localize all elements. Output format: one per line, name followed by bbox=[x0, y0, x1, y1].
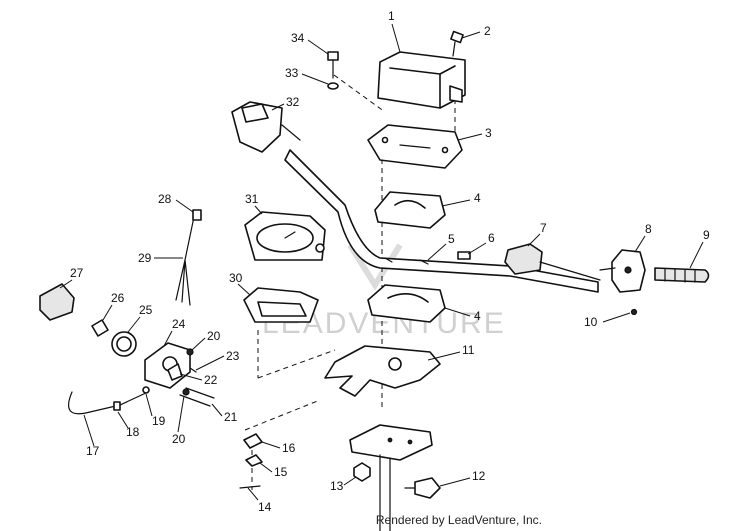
callout-33: 33 bbox=[285, 66, 299, 80]
handlebar bbox=[284, 149, 599, 293]
callout-14: 14 bbox=[258, 500, 272, 514]
bracket-bolts bbox=[179, 367, 215, 407]
callout-13: 13 bbox=[330, 479, 344, 493]
cable-clip bbox=[243, 433, 263, 449]
callout-25: 25 bbox=[139, 303, 153, 317]
lock-nut bbox=[353, 462, 371, 482]
retainer bbox=[245, 454, 263, 467]
mounting-plate bbox=[324, 345, 441, 397]
throttle-block bbox=[457, 251, 471, 260]
callout-10: 10 bbox=[584, 315, 598, 329]
callout-16: 16 bbox=[282, 441, 296, 455]
render-credit: Rendered by LeadVenture, Inc. bbox=[375, 513, 542, 527]
callout-19: 19 bbox=[152, 414, 166, 428]
wire-harness bbox=[175, 259, 191, 306]
pad-screw bbox=[450, 30, 464, 57]
speedometer-cable bbox=[68, 391, 149, 415]
handlebar-pad bbox=[377, 51, 466, 109]
callout-1: 1 bbox=[388, 9, 395, 23]
callout-23: 23 bbox=[226, 349, 240, 363]
callout-7: 7 bbox=[540, 221, 547, 235]
cable-tie bbox=[239, 485, 261, 489]
callout-3: 3 bbox=[485, 126, 492, 140]
gauge-bezel bbox=[243, 287, 319, 323]
lock-washer-upper bbox=[186, 348, 194, 356]
cover-plate bbox=[367, 124, 463, 169]
callout-4a: 4 bbox=[474, 191, 481, 205]
callout-21: 21 bbox=[224, 410, 238, 424]
handlebar-clamp-upper bbox=[374, 191, 446, 229]
callout-34: 34 bbox=[291, 31, 305, 45]
callout-6: 6 bbox=[488, 231, 495, 245]
callout-5: 5 bbox=[448, 232, 455, 246]
callout-20a: 20 bbox=[207, 329, 221, 343]
bolt bbox=[327, 51, 339, 79]
callout-26: 26 bbox=[111, 291, 125, 305]
callout-20b: 20 bbox=[172, 432, 186, 446]
callout-22: 22 bbox=[204, 373, 218, 387]
callout-24: 24 bbox=[172, 317, 186, 331]
cable-nut bbox=[142, 386, 150, 394]
callout-9: 9 bbox=[703, 228, 710, 242]
callout-17: 17 bbox=[86, 444, 100, 458]
post-clamp bbox=[404, 477, 441, 499]
callout-15: 15 bbox=[274, 465, 288, 479]
callout-31: 31 bbox=[245, 192, 259, 206]
speedometer bbox=[244, 211, 326, 261]
lock-washer-lower bbox=[182, 388, 190, 396]
bulb-housing bbox=[39, 283, 75, 321]
handlebar-clamp-lower bbox=[367, 284, 446, 323]
grip-screw bbox=[630, 308, 638, 316]
callout-11: 11 bbox=[462, 343, 475, 357]
callout-8: 8 bbox=[645, 222, 652, 236]
callout-2: 2 bbox=[484, 24, 491, 38]
steering-post-plate bbox=[349, 424, 433, 531]
socket bbox=[91, 319, 109, 337]
bulb bbox=[167, 363, 183, 381]
callout-4b: 4 bbox=[474, 309, 481, 323]
callout-28: 28 bbox=[158, 192, 172, 206]
brake-master-cylinder bbox=[231, 101, 301, 153]
headlight-bracket bbox=[144, 342, 191, 389]
callout-29: 29 bbox=[138, 251, 152, 265]
callout-12: 12 bbox=[472, 469, 486, 483]
callout-labels: 1 2 3 4 4 5 6 7 8 9 10 11 12 13 14 15 16… bbox=[59, 9, 710, 514]
cable-sleeve bbox=[113, 401, 121, 411]
throttle-housing bbox=[599, 249, 646, 293]
washer bbox=[327, 82, 339, 90]
callout-18: 18 bbox=[126, 425, 140, 439]
connector bbox=[192, 209, 202, 221]
callout-30: 30 bbox=[229, 271, 243, 285]
gasket-inner bbox=[116, 336, 132, 352]
callout-27: 27 bbox=[70, 266, 84, 280]
handlebar-grip bbox=[654, 267, 710, 283]
callout-32: 32 bbox=[286, 95, 300, 109]
